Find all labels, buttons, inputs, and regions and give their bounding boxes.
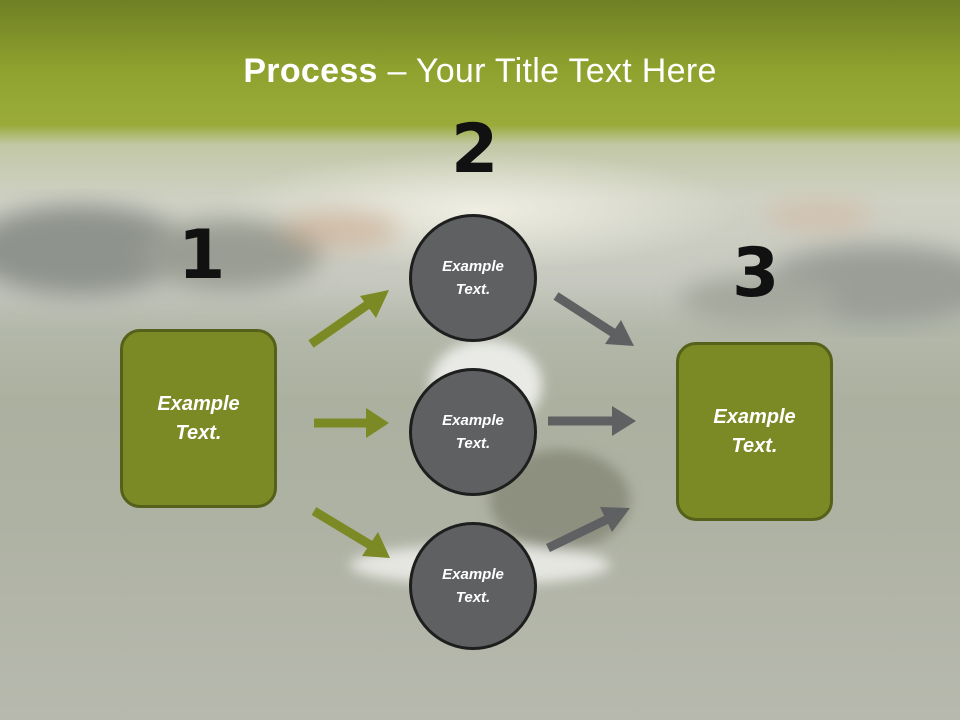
process-box-right-label: Example Text.	[713, 405, 796, 457]
process-box-left: Example Text.	[120, 329, 277, 508]
step-number-1: 1	[178, 216, 226, 295]
arrow-right-icon	[548, 406, 636, 436]
title-bold: Process	[243, 52, 378, 90]
arrow-up-right-icon	[308, 290, 389, 348]
page-title: Process – Your Title Text Here	[0, 52, 960, 91]
process-circle-middle-label: Example Text.	[442, 412, 504, 452]
step-number-2: 2	[451, 110, 499, 189]
arrow-down-right-icon	[311, 507, 390, 558]
process-circle-top: Example Text.	[409, 214, 537, 342]
process-box-right: Example Text.	[676, 342, 833, 521]
arrow-right-icon	[314, 408, 389, 438]
process-circle-top-label: Example Text.	[442, 258, 504, 298]
process-circle-bottom: Example Text.	[409, 522, 537, 650]
process-box-left-label: Example Text.	[157, 392, 240, 444]
arrow-down-right-icon	[553, 292, 634, 346]
step-number-3: 3	[732, 234, 780, 313]
process-circle-bottom-label: Example Text.	[442, 566, 504, 606]
arrow-up-right-icon	[546, 507, 630, 553]
background-trees	[0, 201, 960, 325]
process-circle-middle: Example Text.	[409, 368, 537, 496]
title-rest: – Your Title Text Here	[377, 52, 717, 90]
